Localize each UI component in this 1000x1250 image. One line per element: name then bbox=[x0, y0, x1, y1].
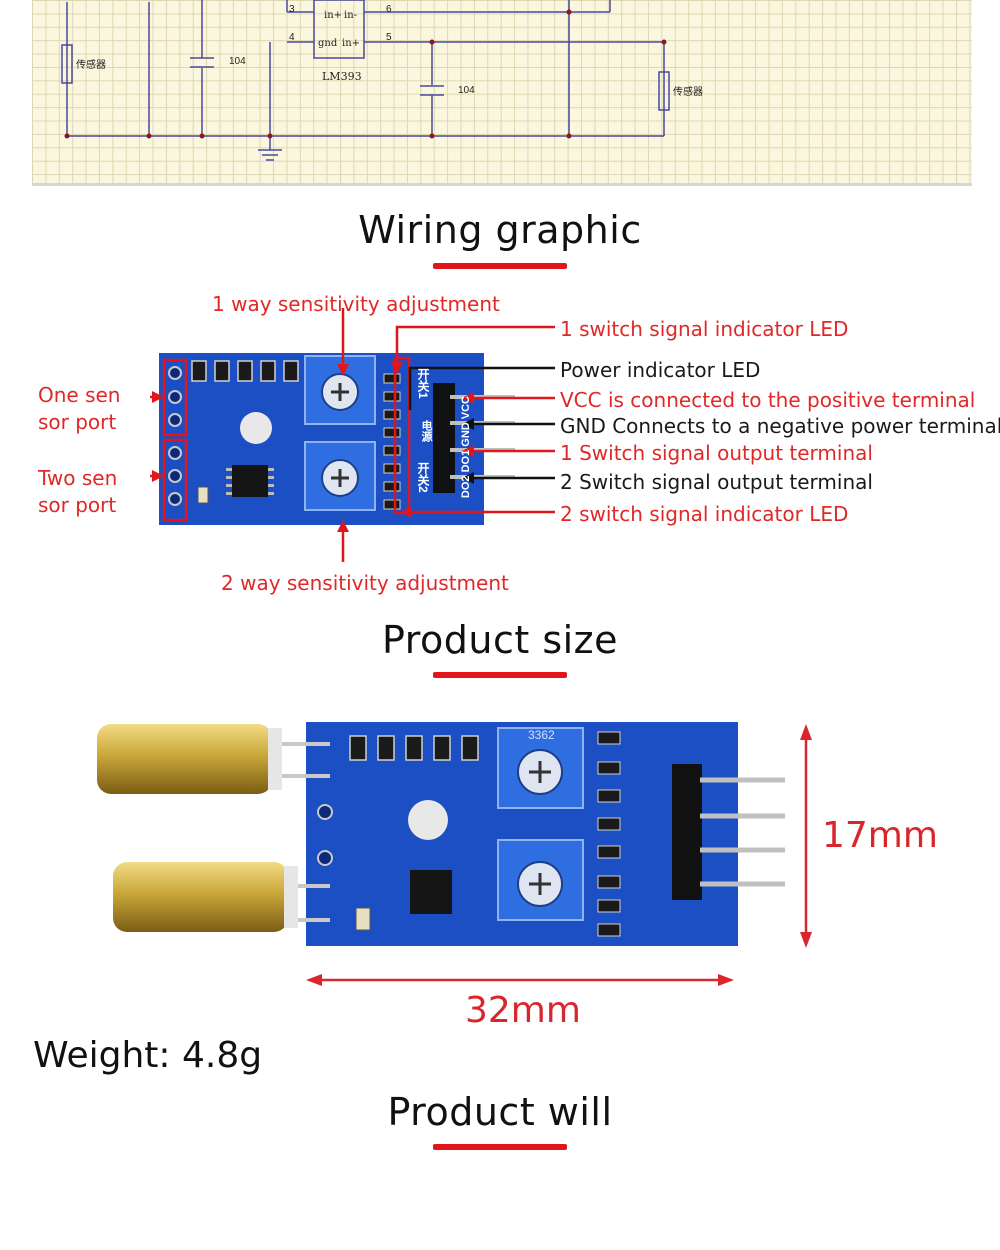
pin-number-4: 4 bbox=[289, 32, 295, 43]
pin-text-in-plus-b: in+ bbox=[342, 38, 361, 49]
silk-pins: DO2 DO1 GND VCC bbox=[460, 396, 472, 499]
dimension-height: 17mm bbox=[822, 815, 938, 856]
pin-text-in-plus-a: in+ bbox=[324, 10, 343, 21]
wiring-title: Wiring graphic bbox=[358, 208, 642, 252]
mounting-hole bbox=[240, 412, 272, 444]
silk-switch2: 开关2 bbox=[416, 462, 430, 493]
tilt-switch-2 bbox=[113, 862, 288, 932]
pin-number-5: 5 bbox=[386, 32, 392, 43]
cap-left-label: 104 bbox=[229, 56, 246, 67]
weight-label: Weight: 4.8g bbox=[33, 1035, 263, 1076]
pin-number-6: 6 bbox=[386, 4, 392, 15]
label-sens1: 1 way sensitivity adjustment bbox=[212, 292, 500, 316]
will-title-underline bbox=[433, 1144, 567, 1150]
label-gnd: GND Connects to a negative power termina… bbox=[560, 414, 1000, 438]
silk-power: 电源 bbox=[420, 420, 432, 442]
label-one-port-a: One sen bbox=[38, 383, 121, 407]
sensor-left-label: 传感器 bbox=[76, 60, 106, 71]
label-two-port-b: sor port bbox=[38, 493, 117, 517]
label-power-led: Power indicator LED bbox=[560, 358, 761, 382]
silk-switch1: 开关1 bbox=[416, 368, 430, 399]
size-title: Product size bbox=[381, 618, 619, 662]
schematic-wires bbox=[61, 0, 670, 161]
label-two-port-a: Two sen bbox=[38, 466, 118, 490]
sensor-right-label: 传感器 bbox=[673, 87, 703, 98]
label-led2: 2 switch signal indicator LED bbox=[560, 502, 849, 526]
pot-label: 3362 bbox=[528, 728, 555, 742]
dimension-width: 32mm bbox=[465, 990, 581, 1031]
label-led1: 1 switch signal indicator LED bbox=[560, 317, 849, 341]
wiring-title-underline bbox=[433, 263, 567, 269]
label-out1: 1 Switch signal output terminal bbox=[560, 441, 873, 465]
size-title-underline bbox=[433, 672, 567, 678]
tilt-switch-1 bbox=[97, 724, 272, 794]
will-title: Product will bbox=[387, 1090, 613, 1134]
two-sensor-port-box bbox=[162, 438, 188, 522]
one-sensor-port-box bbox=[162, 358, 188, 437]
pin-header bbox=[433, 383, 455, 493]
product-photo-diagram bbox=[97, 722, 812, 986]
label-vcc: VCC is connected to the positive termina… bbox=[560, 388, 976, 412]
pin-text-gnd: gnd bbox=[318, 38, 338, 49]
label-sens2: 2 way sensitivity adjustment bbox=[221, 571, 509, 595]
comparator-chip bbox=[232, 465, 268, 497]
pin-number-3: 3 bbox=[289, 4, 295, 15]
cap-right-label: 104 bbox=[458, 85, 475, 96]
pin-text-in-minus: in- bbox=[344, 10, 358, 21]
wiring-board-diagram bbox=[150, 308, 555, 562]
label-out2: 2 Switch signal output terminal bbox=[560, 470, 873, 494]
chip-label: LM393 bbox=[322, 70, 362, 83]
schematic-diagram: in+ in- gnd in+ 3 4 5 6 LM393 104 104 传感… bbox=[32, 0, 972, 186]
label-one-port-b: sor port bbox=[38, 410, 117, 434]
